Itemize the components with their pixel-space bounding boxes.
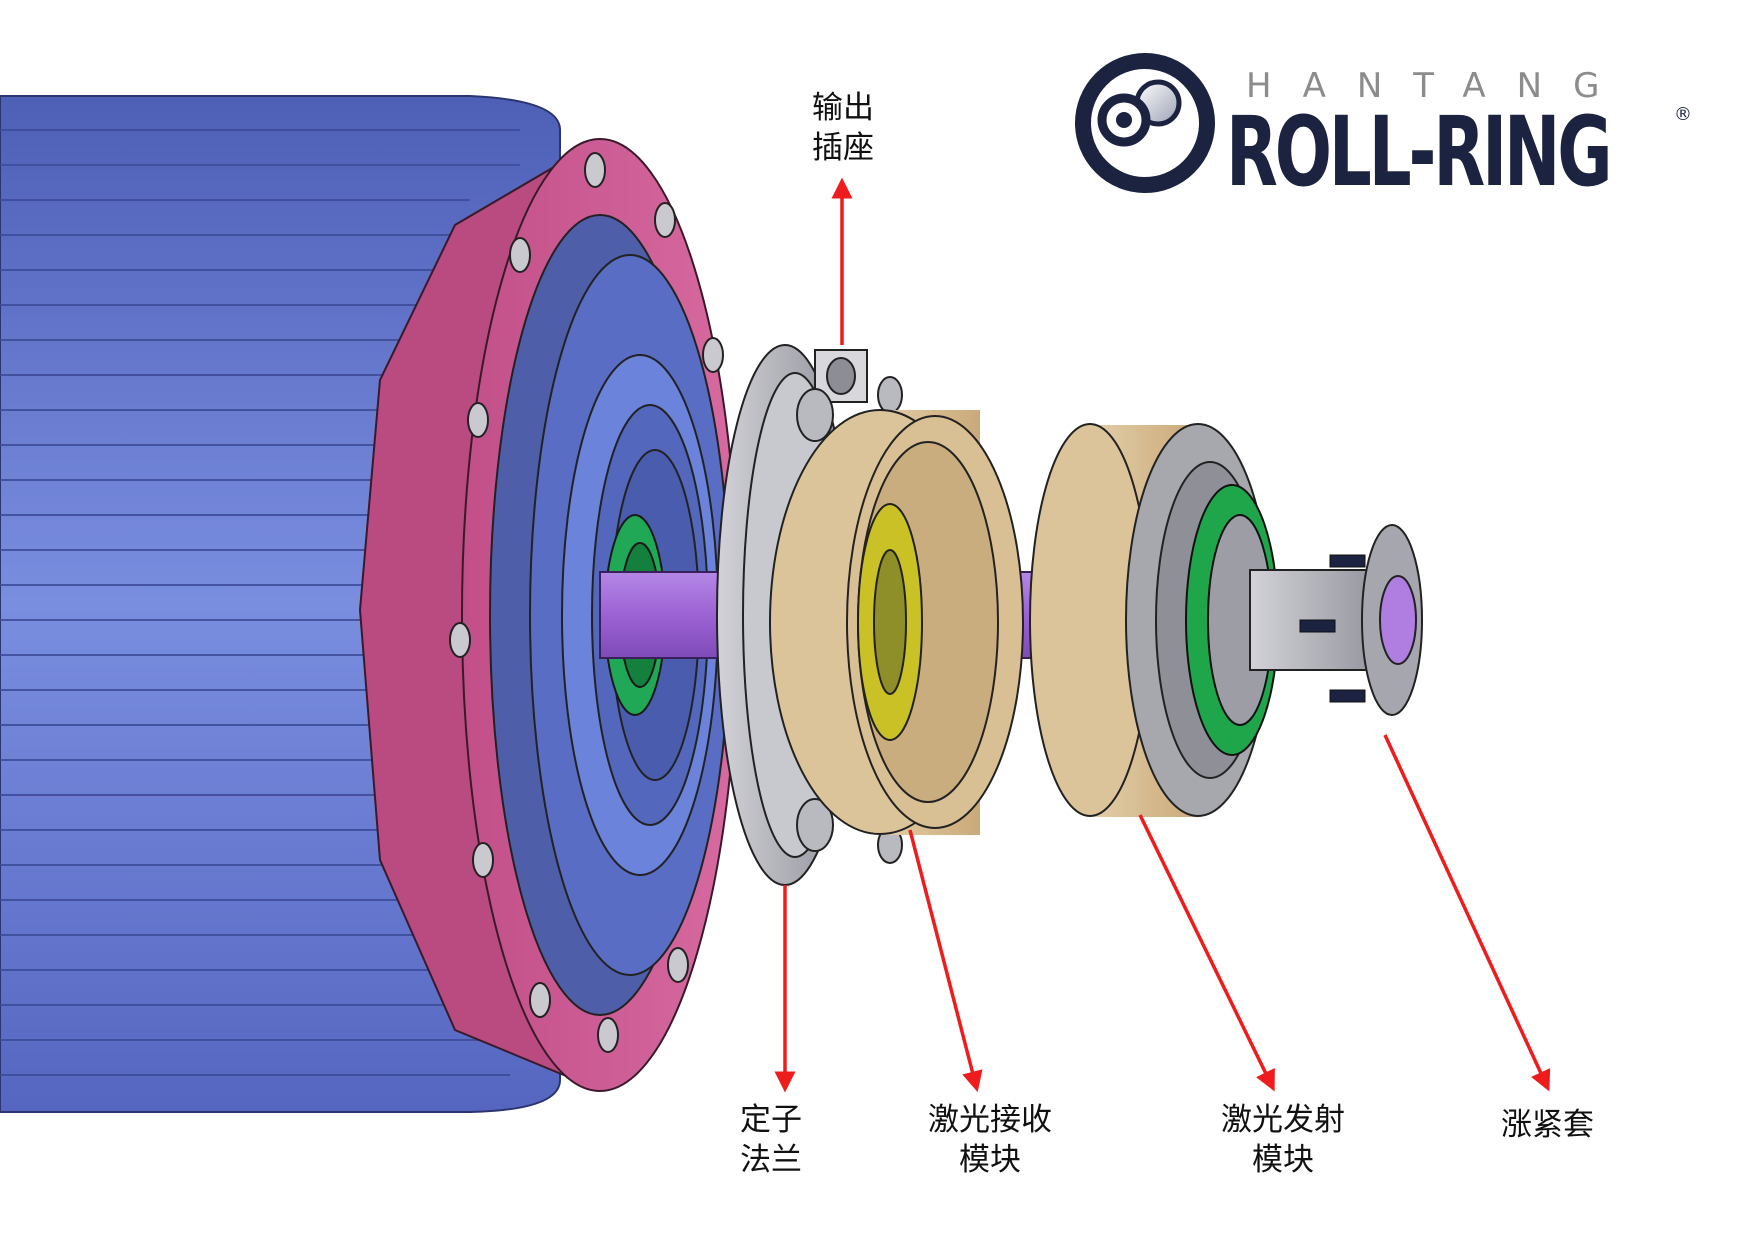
label-expansion-sleeve-line1: 涨紧套 (1501, 1107, 1594, 1143)
label-output-socket: 输出 插座 (812, 88, 874, 168)
label-stator-flange: 定子 法兰 (740, 1100, 802, 1180)
label-output-socket-line2: 插座 (812, 130, 874, 166)
label-laser-receiver: 激光接收 模块 (928, 1100, 1052, 1180)
callout-arrows (774, 177, 1551, 1093)
arrow-laser-receiver (908, 829, 983, 1093)
label-expansion-sleeve: 涨紧套 (1501, 1105, 1594, 1145)
laser-transmitter-module (1029, 423, 1279, 817)
label-stator-flange-line2: 法兰 (740, 1142, 802, 1178)
stator-standoffs (796, 376, 903, 864)
label-laser-transmitter-line2: 模块 (1252, 1142, 1314, 1178)
label-output-socket-line1: 输出 (812, 90, 874, 126)
label-stator-flange-line1: 定子 (740, 1102, 802, 1138)
flange-bolt-heads (449, 152, 724, 1053)
label-laser-transmitter: 激光发射 模块 (1221, 1100, 1345, 1180)
brand-top-text: HANTANG (1246, 66, 1631, 106)
registered-mark: ® (1674, 104, 1692, 125)
laser-receiver-module (769, 409, 1024, 835)
motor-fins (0, 129, 520, 1076)
label-laser-transmitter-line1: 激光发射 (1221, 1102, 1345, 1138)
arrow-laser-transmitter (1138, 814, 1275, 1092)
label-laser-receiver-line1: 激光接收 (928, 1102, 1052, 1138)
brand-main-text: ROLL-RING (1226, 96, 1613, 208)
expansion-sleeve (1249, 524, 1423, 716)
arrow-expansion-sleeve (1383, 734, 1551, 1092)
rollring-logo-mark (1075, 53, 1215, 193)
label-laser-receiver-line2: 模块 (959, 1142, 1021, 1178)
